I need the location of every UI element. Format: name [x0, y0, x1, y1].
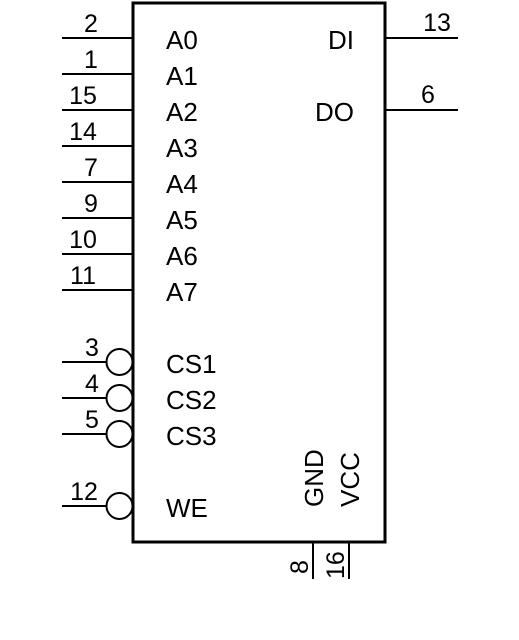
pin-label: WE	[166, 493, 208, 523]
pin-a3: 14 A3	[62, 118, 198, 163]
pin-label: GND	[299, 449, 329, 507]
pin-number: 14	[69, 118, 97, 146]
pin-vcc: VCC 16	[322, 452, 365, 579]
inversion-bubble-icon	[105, 384, 134, 412]
pin-number: 13	[423, 9, 451, 37]
pin-label: A1	[166, 61, 198, 91]
pin-label: DI	[328, 25, 354, 55]
pin-a7: 11 A7	[62, 262, 198, 307]
pin-number: 7	[84, 154, 98, 182]
pin-number: 1	[84, 46, 98, 74]
pin-label: CS2	[166, 385, 217, 415]
pin-label: CS1	[166, 349, 217, 379]
left-pins: 2 A0 1 A1 15 A2 14 A3 7 A4 9 A5	[62, 10, 217, 523]
pin-do: 6 DO	[315, 81, 458, 127]
pin-gnd: GND 8	[286, 449, 329, 579]
pin-label: A2	[166, 97, 198, 127]
pin-a0: 2 A0	[62, 10, 198, 55]
pin-label: A5	[166, 205, 198, 235]
pin-number: 4	[85, 370, 99, 398]
pin-number: 16	[322, 551, 350, 579]
pin-label: DO	[315, 97, 354, 127]
pin-number: 15	[69, 82, 97, 110]
pin-number: 2	[84, 10, 98, 38]
pin-number: 12	[70, 478, 98, 506]
pin-a6: 10 A6	[62, 226, 198, 271]
pin-label: A6	[166, 241, 198, 271]
pin-number: 3	[85, 334, 99, 362]
pin-a1: 1 A1	[62, 46, 198, 91]
inversion-bubble-icon	[105, 420, 134, 448]
pin-number: 6	[421, 81, 435, 109]
pin-number: 5	[85, 406, 99, 434]
pin-a4: 7 A4	[62, 154, 198, 199]
pin-cs3: 5 CS3	[62, 406, 217, 451]
pin-cs2: 4 CS2	[62, 370, 217, 415]
pin-we: 12 WE	[62, 478, 208, 523]
pin-number: 8	[286, 560, 314, 574]
pin-label: A4	[166, 169, 198, 199]
inversion-bubble-icon	[105, 348, 134, 376]
pin-di: 13 DI	[328, 9, 458, 55]
right-pins: 13 DI 6 DO	[315, 9, 458, 127]
pin-label: VCC	[335, 452, 365, 507]
pin-number: 11	[70, 262, 96, 290]
pin-a2: 15 A2	[62, 82, 198, 127]
pin-a5: 9 A5	[62, 190, 198, 235]
pin-label: A0	[166, 25, 198, 55]
pin-number: 10	[69, 226, 97, 254]
pin-label: A3	[166, 133, 198, 163]
pin-number: 9	[84, 190, 98, 218]
bottom-pins: GND 8 VCC 16	[286, 449, 365, 579]
pin-label: A7	[166, 277, 198, 307]
inversion-bubble-icon	[105, 492, 134, 520]
pin-label: CS3	[166, 421, 217, 451]
chip-body	[131, 1, 387, 544]
pin-cs1: 3 CS1	[62, 334, 217, 379]
